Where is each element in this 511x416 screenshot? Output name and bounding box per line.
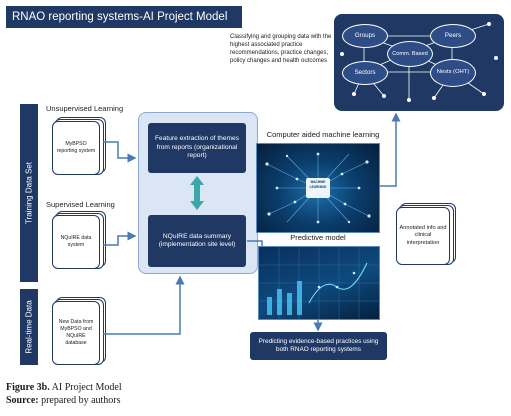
node-comm-based: Comm. Based [387, 41, 433, 67]
predictive-image [258, 246, 380, 320]
network-box: Groups Peers Comm. Based Sectors Nests (… [334, 14, 504, 111]
arrow-realtime-to-panel [103, 275, 185, 335]
realtime-data-sidebar: Real-time Data [20, 289, 38, 365]
arrow-cam-to-network [378, 112, 401, 187]
unsupervised-learning-label: Unsupervised Learning [46, 104, 124, 113]
figure-caption: Figure 3b. AI Project Model Source: prep… [6, 381, 122, 407]
teal-double-arrow [190, 176, 204, 210]
node-nests: Nests (OHT) [430, 59, 476, 87]
predictive-model-label: Predictive model [290, 233, 346, 242]
source-text: prepared by authors [38, 395, 121, 406]
source-label: Source: [6, 395, 39, 406]
mybpso-doc: MyBPSO reporting system [52, 121, 100, 175]
arrow-mybpso-to-feature [103, 141, 137, 163]
diagram-title: RNAO reporting systems-AI Project Model [6, 6, 242, 28]
nquire-doc-stack: NQuIRE data system [52, 211, 106, 269]
node-sectors: Sectors [342, 61, 388, 85]
realtime-doc-stack: New Data from MyBPSO and NQuIRE database [52, 297, 106, 365]
mybpso-doc-stack: MyBPSO reporting system [52, 117, 106, 175]
node-peers: Peers [430, 24, 476, 48]
cam-image: MACHINE LEARNING [256, 143, 380, 233]
annotated-doc-stack: Annotated info and clinical interpretati… [396, 203, 456, 265]
machine-learning-badge: MACHINE LEARNING [309, 180, 327, 189]
supervised-learning-label: Supervised Learning [46, 200, 115, 209]
nquire-doc: NQuIRE data system [52, 215, 100, 269]
cam-label: Computer aided machine learning [266, 130, 380, 139]
nquire-summary-box: NQuIRE data summary (implementation site… [148, 215, 246, 267]
predictive-chart-graphic [259, 247, 379, 319]
arrow-nquire-to-summary [103, 231, 137, 246]
realtime-doc: New Data from MyBPSO and NQuIRE database [52, 301, 100, 365]
figure-label: Figure 3b. [6, 382, 50, 393]
classify-description: Classifying and grouping data with the h… [230, 34, 332, 64]
node-groups: Groups [342, 24, 388, 48]
figure-text: AI Project Model [49, 382, 122, 393]
result-box: Predicting evidence-based practices usin… [250, 332, 387, 360]
feature-extraction-box: Feature extraction of themes from report… [148, 123, 246, 173]
annotated-doc: Annotated info and clinical interpretati… [396, 207, 450, 265]
cam-network-graphic [265, 152, 371, 224]
training-data-sidebar: Training Data Set [20, 104, 38, 282]
